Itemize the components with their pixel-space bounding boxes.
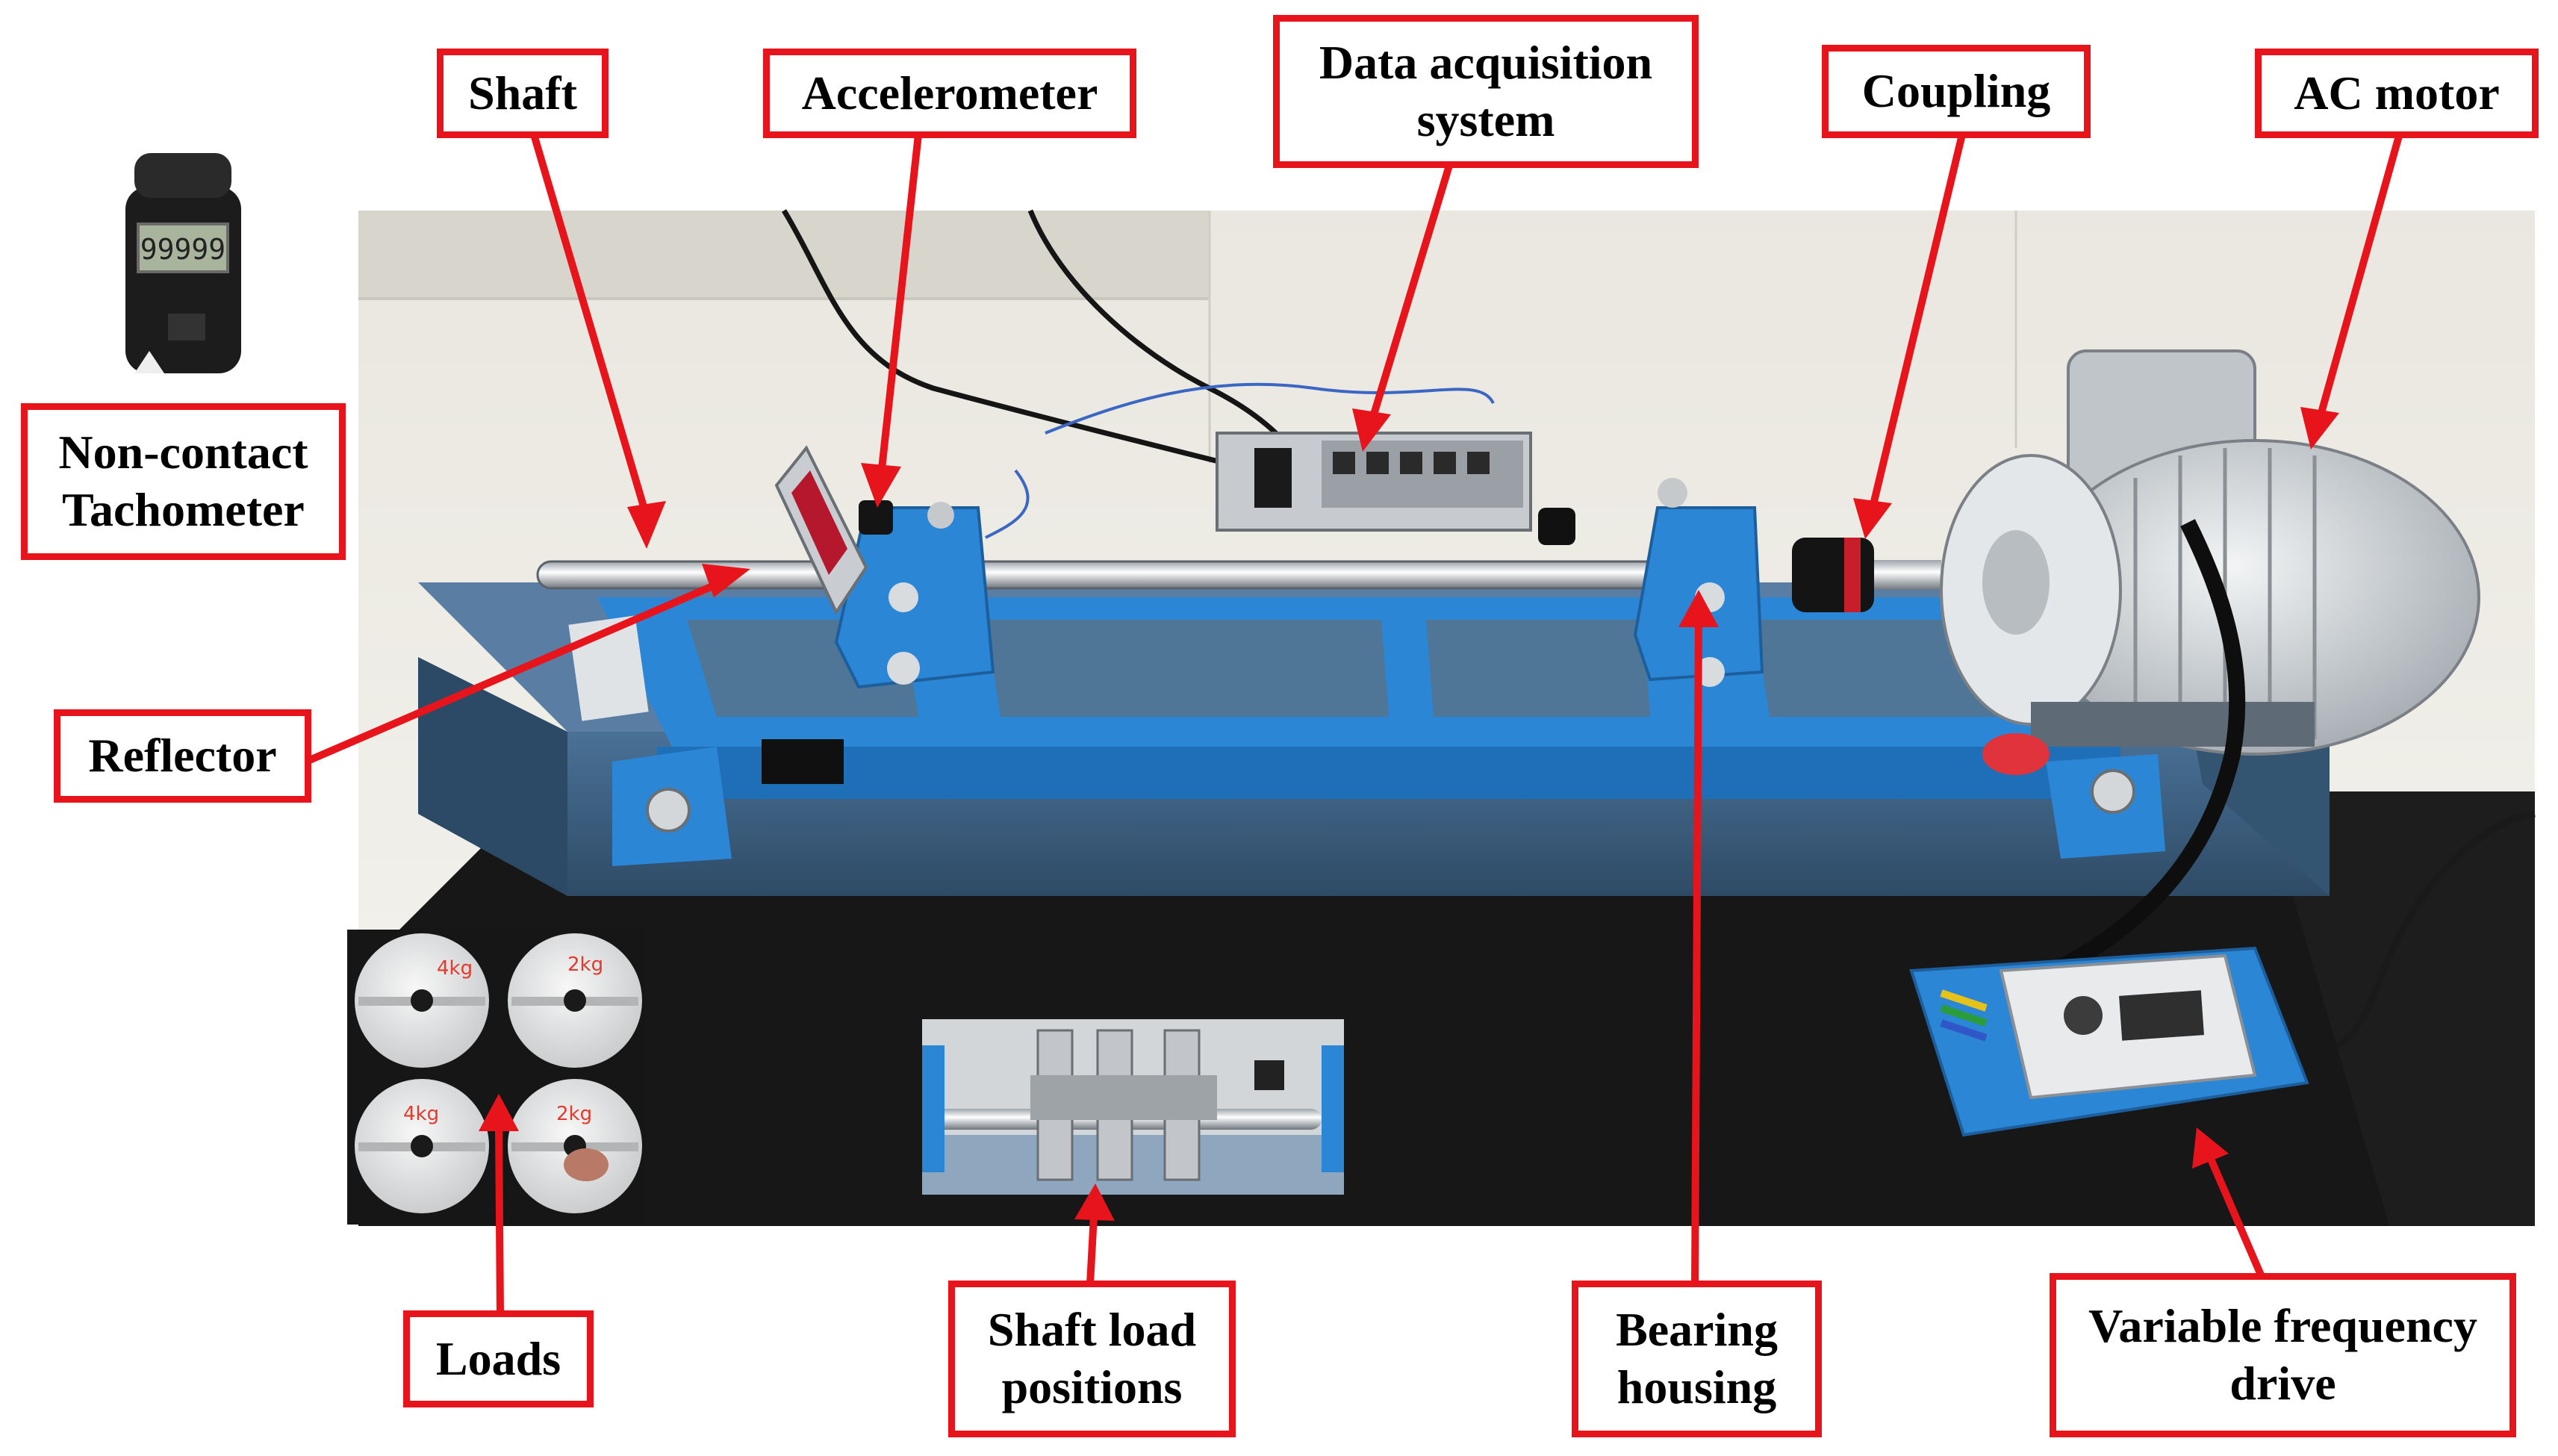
bearing-bolt	[887, 652, 920, 685]
wall-skirting	[358, 211, 1210, 300]
daq-side-knob	[1538, 508, 1575, 545]
foot-bolt	[646, 788, 691, 833]
frame-window	[1755, 620, 2001, 717]
coupling-insert	[1844, 538, 1861, 612]
load-disk: 4kg	[355, 1079, 489, 1213]
loads-photo: 4kg 2kg 4kg 2kg	[347, 930, 646, 1225]
label-data-acquisition-system: Data acquisition system	[1273, 15, 1699, 168]
vfd-wires	[1940, 989, 1988, 1042]
daq-channels	[1333, 452, 1490, 474]
black-clip	[762, 739, 844, 784]
reflector-tape	[791, 470, 847, 575]
label-shaft-load-positions: Shaft load positions	[948, 1281, 1236, 1437]
blue-frame-front	[657, 747, 2120, 799]
arrow-vfd	[2192, 1127, 2266, 1282]
frame-window	[1426, 620, 1650, 717]
motor-fins	[2133, 448, 2317, 747]
load-disk: 2kg	[508, 1079, 642, 1213]
label-loads: Loads	[403, 1310, 594, 1407]
motor-shaft	[1874, 560, 1941, 590]
arrow-shaft-load-positions	[1074, 1183, 1115, 1288]
blue-sensor-wire	[1045, 382, 1495, 435]
shaft-load-positions-photo	[922, 1019, 1344, 1195]
load-disk: 2kg	[508, 933, 642, 1068]
vfd-knob	[2064, 996, 2103, 1035]
label-variable-frequency-drive: Variable frequency drive	[2050, 1273, 2516, 1437]
red-safety-cap	[1982, 733, 2050, 775]
pointer-arrows	[302, 131, 2403, 1318]
load-disk: 4kg	[355, 933, 489, 1068]
accelerometer-sensor	[859, 500, 893, 535]
cable	[2335, 810, 2536, 1049]
cable	[782, 209, 1225, 466]
bearing-bolt	[1658, 478, 1687, 508]
daq-usb-connector	[1254, 448, 1292, 508]
label-bearing-housing: Bearing housing	[1572, 1281, 1822, 1437]
blue-sensor-wire	[985, 469, 1030, 539]
label-accelerometer: Accelerometer	[763, 49, 1136, 138]
load-mark: 4kg	[403, 1103, 439, 1125]
tachometer-photo: 99999	[125, 153, 241, 373]
load-mark: 2kg	[567, 953, 603, 976]
bearing-bolt	[927, 502, 954, 529]
frame-window	[986, 620, 1389, 717]
motor-flange-hub	[1982, 530, 2050, 635]
label-non-contact-tachometer: Non-contact Tachometer	[21, 403, 346, 560]
foot-bolt	[2091, 769, 2135, 814]
base-front	[418, 657, 567, 896]
arrow-accelerometer	[861, 131, 922, 508]
label-coupling: Coupling	[1822, 45, 2091, 138]
arrow-coupling	[1853, 131, 1966, 539]
label-reflector: Reflector	[54, 709, 311, 803]
vfd-display	[2119, 990, 2204, 1041]
bearing-bolt	[1695, 657, 1725, 687]
arrow-loads	[479, 1094, 519, 1318]
mat-right	[2262, 791, 2535, 1226]
arrow-reflector	[302, 564, 750, 765]
arrow-daq	[1352, 164, 1452, 452]
arrow-ac-motor	[2300, 132, 2403, 449]
label-shaft: Shaft	[437, 49, 609, 138]
tachometer-display-text: 99999	[140, 233, 225, 266]
coupling-body	[1792, 538, 1874, 612]
bearing-bolt	[889, 582, 918, 612]
label-ac-motor: AC motor	[2255, 49, 2539, 138]
motor-mount	[2031, 702, 2315, 747]
arrow-shaft	[530, 131, 666, 549]
load-mark: 4kg	[437, 957, 473, 980]
load-mark: 2kg	[556, 1103, 592, 1125]
arrow-bearing-housing	[1678, 590, 1719, 1288]
